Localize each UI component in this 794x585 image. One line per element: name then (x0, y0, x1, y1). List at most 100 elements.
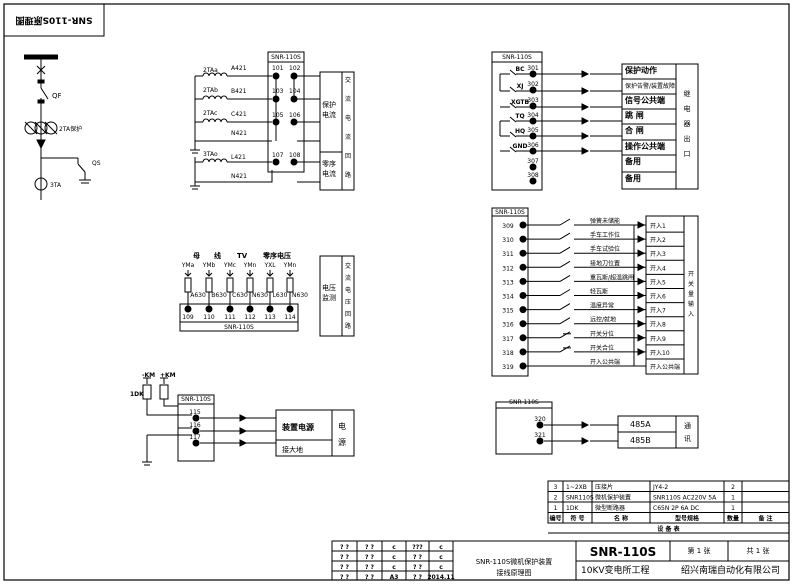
equip-cell: SNR110S AC220V 5A (653, 495, 717, 502)
bi-contact-icon (559, 274, 588, 282)
fuse-icon (286, 277, 294, 293)
arrow-right-icon (581, 437, 590, 445)
sig-cell: ? ? (365, 574, 375, 581)
bi-input-item: 开入7 (650, 308, 666, 315)
bi-signal-label: 开关合位 (590, 344, 614, 352)
relay-output-item: 信号公共端 (625, 95, 665, 105)
breaker-1dk-label: 1DK (130, 391, 144, 398)
equip-cell: 1~2XB (566, 484, 587, 491)
relay-output-item: 备用 (624, 173, 641, 183)
sig-cell: c (439, 544, 443, 551)
voltage-circuit: 母 线 TV 零序电压 YMaA630109YMbB630110YMcC6301… (179, 251, 355, 337)
terminal-dot (529, 117, 537, 125)
bi-signal-label: 开关分位 (590, 330, 614, 338)
power-ground-icon (142, 434, 192, 466)
terminal-dot (519, 306, 527, 314)
equip-header-cell: 编号 (549, 515, 561, 523)
terminal-dot (519, 292, 527, 299)
terminal-dot (519, 263, 527, 271)
equip-cell: 1DK (566, 505, 579, 512)
voltage-module-label: SNR-110S (224, 324, 254, 331)
sig-cell: ? ? (365, 544, 375, 551)
power-side-label-2: 源 (338, 438, 346, 447)
sig-cell: 2014.11 (427, 574, 454, 581)
disconnector-x-icon (36, 65, 46, 75)
bi-terminal: 317 (502, 336, 514, 343)
voltage-wire-label: N630 (252, 292, 268, 299)
t103: 103 (272, 88, 284, 95)
breaker-qf-icon (40, 87, 49, 100)
equip-cell: 2 (731, 484, 735, 491)
protect-current-box-label: 保护电流 (322, 100, 336, 119)
equip-cell: 3 (554, 484, 558, 491)
relay-output-item: 合 闸 (624, 125, 644, 135)
terminal-dot (519, 235, 527, 243)
sig-cell: ? ? (340, 564, 350, 571)
wire-b421: B421 (231, 88, 247, 95)
bi-input-item: 开入10 (650, 350, 670, 357)
terminal-dot (529, 86, 537, 94)
terminal-dot (519, 221, 527, 229)
relay-output-circuit: SNR-110S 301302303304305306307308BCXJXGT… (491, 51, 699, 191)
sig-cell: c (392, 564, 396, 571)
bi-input-item: 开入3 (650, 251, 666, 258)
terminal-dot (184, 305, 192, 313)
sig-cell: c (392, 554, 396, 561)
power-module-box (177, 394, 215, 462)
voltage-tap-label: YMa (181, 262, 195, 269)
comm-terminal: 321 (534, 432, 546, 439)
title-total: 共 1 张 (747, 546, 770, 555)
voltage-box-label: 电压监测 (322, 283, 336, 302)
terminal-dot (529, 132, 537, 140)
terminal-dot (529, 177, 537, 185)
arrow-right-icon (581, 70, 590, 78)
comm-module-box (495, 401, 553, 455)
power-terminal: 117 (189, 434, 201, 441)
voltage-terminal: 109 (182, 314, 194, 321)
equip-cell: JY4-2 (652, 484, 668, 491)
voltage-tap-label: YXL (263, 262, 276, 269)
wire-c421: C421 (231, 111, 247, 118)
relay-output-item: 跳 闸 (625, 110, 644, 120)
relay-output-item: 保护动作 (624, 65, 657, 75)
relay-terminal: 301 (527, 65, 539, 72)
fuse-icon (246, 277, 254, 293)
bi-contact-icon (559, 246, 588, 254)
title-project: 10KV变电所工程 (581, 564, 650, 576)
bi-signal-label: 开入公共端 (590, 358, 620, 366)
bi-input-item: 开入6 (650, 294, 666, 301)
t106: 106 (289, 112, 301, 119)
relay-contact-icon (500, 146, 530, 153)
title-block: ? ?? ?c???c? ?? ?c? ?c? ?? ?c? ?c? ?? ?A… (331, 540, 790, 581)
bi-terminal: 310 (502, 237, 514, 244)
bi-input-item: 开入8 (650, 322, 666, 329)
terminal-dot (529, 70, 537, 78)
comm-485a: 485A (630, 420, 651, 429)
relay-terminal: 303 (527, 97, 539, 104)
relay-contact-icon (500, 69, 530, 76)
arrow-right-icon (581, 117, 590, 125)
bi-contact-icon (559, 289, 588, 296)
sig-cell: ? ? (340, 554, 350, 561)
power-box-label: 装置电源 (281, 422, 314, 432)
relay-terminal: 306 (527, 142, 539, 149)
current-circuit: SNR-110S 2TAa 2TAb 2TAc 3TAo A421 B421 C… (190, 51, 355, 191)
t108: 108 (289, 152, 301, 159)
relay-output-item: 保护告警/装置故障 (625, 82, 675, 90)
terminal-dot (529, 147, 537, 155)
ta-c-label: 2TAc (203, 110, 217, 117)
ta-b-label: 2TAb (203, 87, 218, 94)
terminal-dot (246, 305, 254, 313)
title-company: 绍兴南瑞自动化有限公司 (681, 564, 780, 576)
bi-terminal: 313 (502, 279, 514, 286)
equip-cell: C65N 2P 6A DC (653, 505, 699, 512)
voltage-module-box (179, 303, 299, 332)
terminal-dot (519, 249, 527, 257)
bi-contact-icon (559, 232, 588, 240)
equip-cell: 微机保护装置 (595, 494, 631, 502)
wire-n421-zero: N421 (231, 173, 247, 180)
voltage-terminal: 110 (203, 314, 215, 321)
t107: 107 (272, 152, 284, 159)
equip-cell: 微型断路器 (595, 504, 625, 512)
